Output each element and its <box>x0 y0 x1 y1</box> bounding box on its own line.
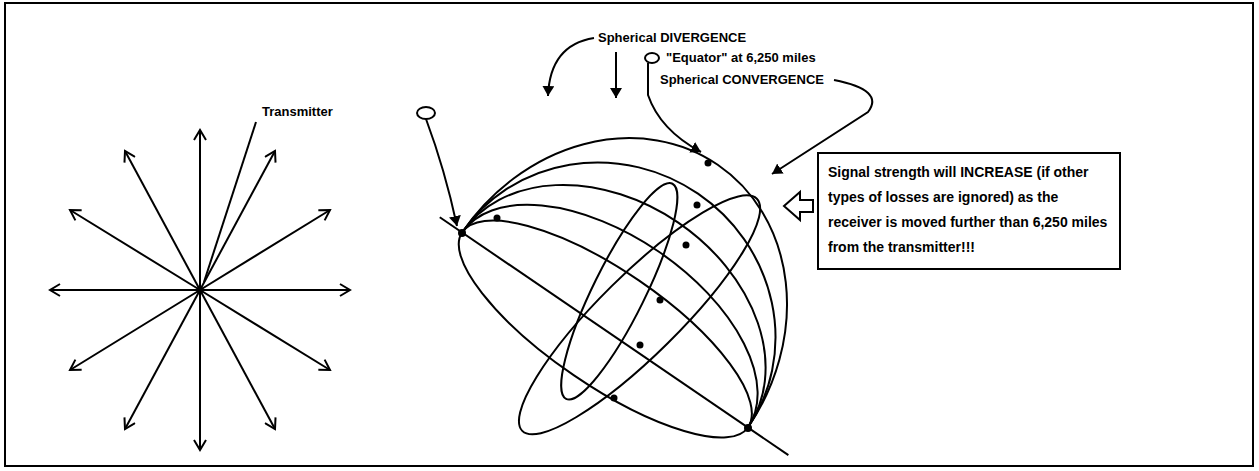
note-text: Signal strength will INCREASE (if other … <box>828 160 1110 260</box>
convergence-label: Spherical CONVERGENCE <box>660 72 824 88</box>
label-text: "Equator" at 6,250 miles <box>666 50 816 65</box>
label-text: Spherical CONVERGENCE <box>660 72 824 87</box>
label-text: Transmitter <box>262 104 333 119</box>
label-text: Spherical DIVERGENCE <box>598 30 746 45</box>
transmitter-dot <box>197 287 204 294</box>
frame <box>5 3 1253 466</box>
crossing-dots <box>458 160 752 433</box>
equator-label: "Equator" at 6,250 miles <box>666 50 816 66</box>
radiating-arrows <box>50 130 350 450</box>
hollow-arrow <box>784 192 813 220</box>
note-box: Signal strength will INCREASE (if other … <box>817 152 1121 270</box>
divergence-label: Spherical DIVERGENCE <box>598 30 746 46</box>
leader-lines <box>204 38 872 282</box>
transmitter-label: Transmitter <box>262 104 333 120</box>
